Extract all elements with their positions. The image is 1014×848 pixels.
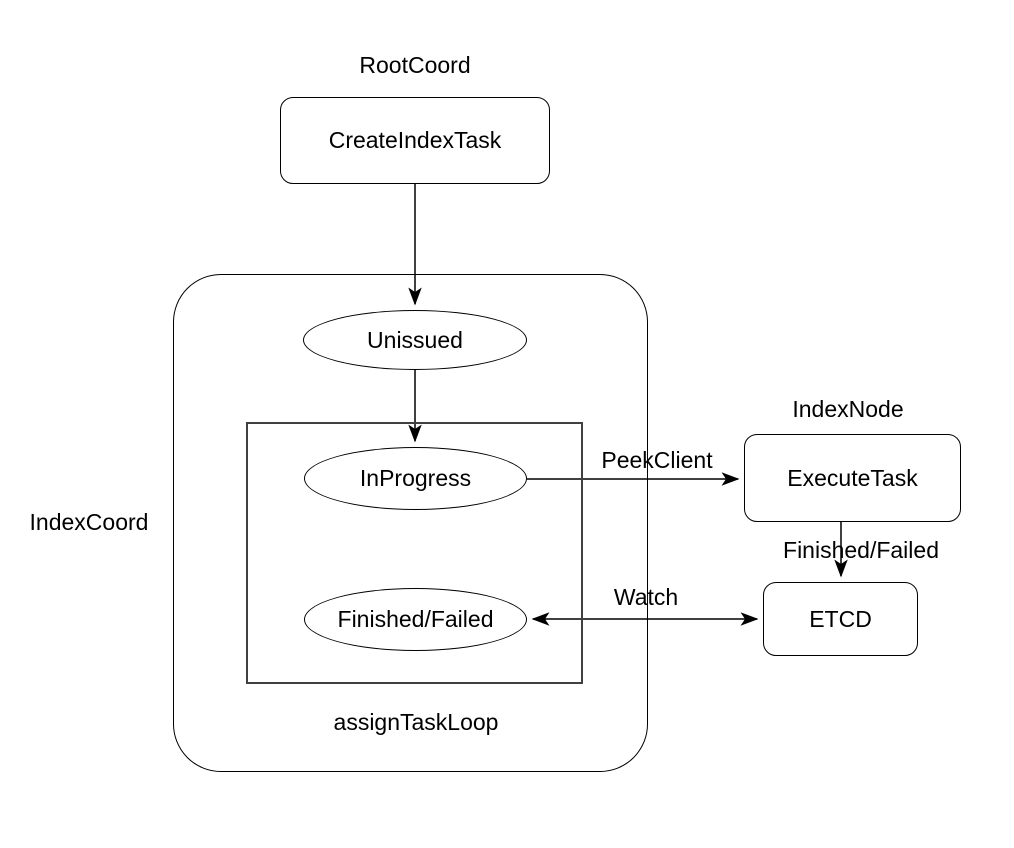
node-unissued: Unissued: [303, 310, 527, 370]
edge-label-watch: Watch: [613, 584, 679, 611]
edge-label-peekclient: PeekClient: [601, 447, 713, 474]
node-execute-task: ExecuteTask: [744, 434, 961, 522]
node-create-index-task-label: CreateIndexTask: [328, 127, 502, 153]
group-label-indexnode: IndexNode: [792, 396, 904, 423]
node-unissued-label: Unissued: [367, 326, 463, 353]
group-label-indexcoord: IndexCoord: [29, 509, 149, 536]
node-etcd-label: ETCD: [809, 605, 872, 632]
node-finished-failed-label: Finished/Failed: [337, 606, 494, 632]
node-finished-failed: Finished/Failed: [304, 588, 527, 651]
node-create-index-task: CreateIndexTask: [280, 97, 550, 184]
node-execute-task-label: ExecuteTask: [787, 464, 918, 491]
node-etcd: ETCD: [763, 582, 918, 656]
node-in-progress: InProgress: [304, 447, 527, 510]
group-label-assigntaskloop: assignTaskLoop: [333, 709, 499, 736]
index-coord-container: [173, 274, 648, 772]
group-label-rootcoord: RootCoord: [359, 52, 471, 79]
edge-label-finished-failed: Finished/Failed: [783, 537, 939, 564]
node-in-progress-label: InProgress: [359, 465, 472, 491]
assign-task-loop-rect: [246, 422, 583, 684]
